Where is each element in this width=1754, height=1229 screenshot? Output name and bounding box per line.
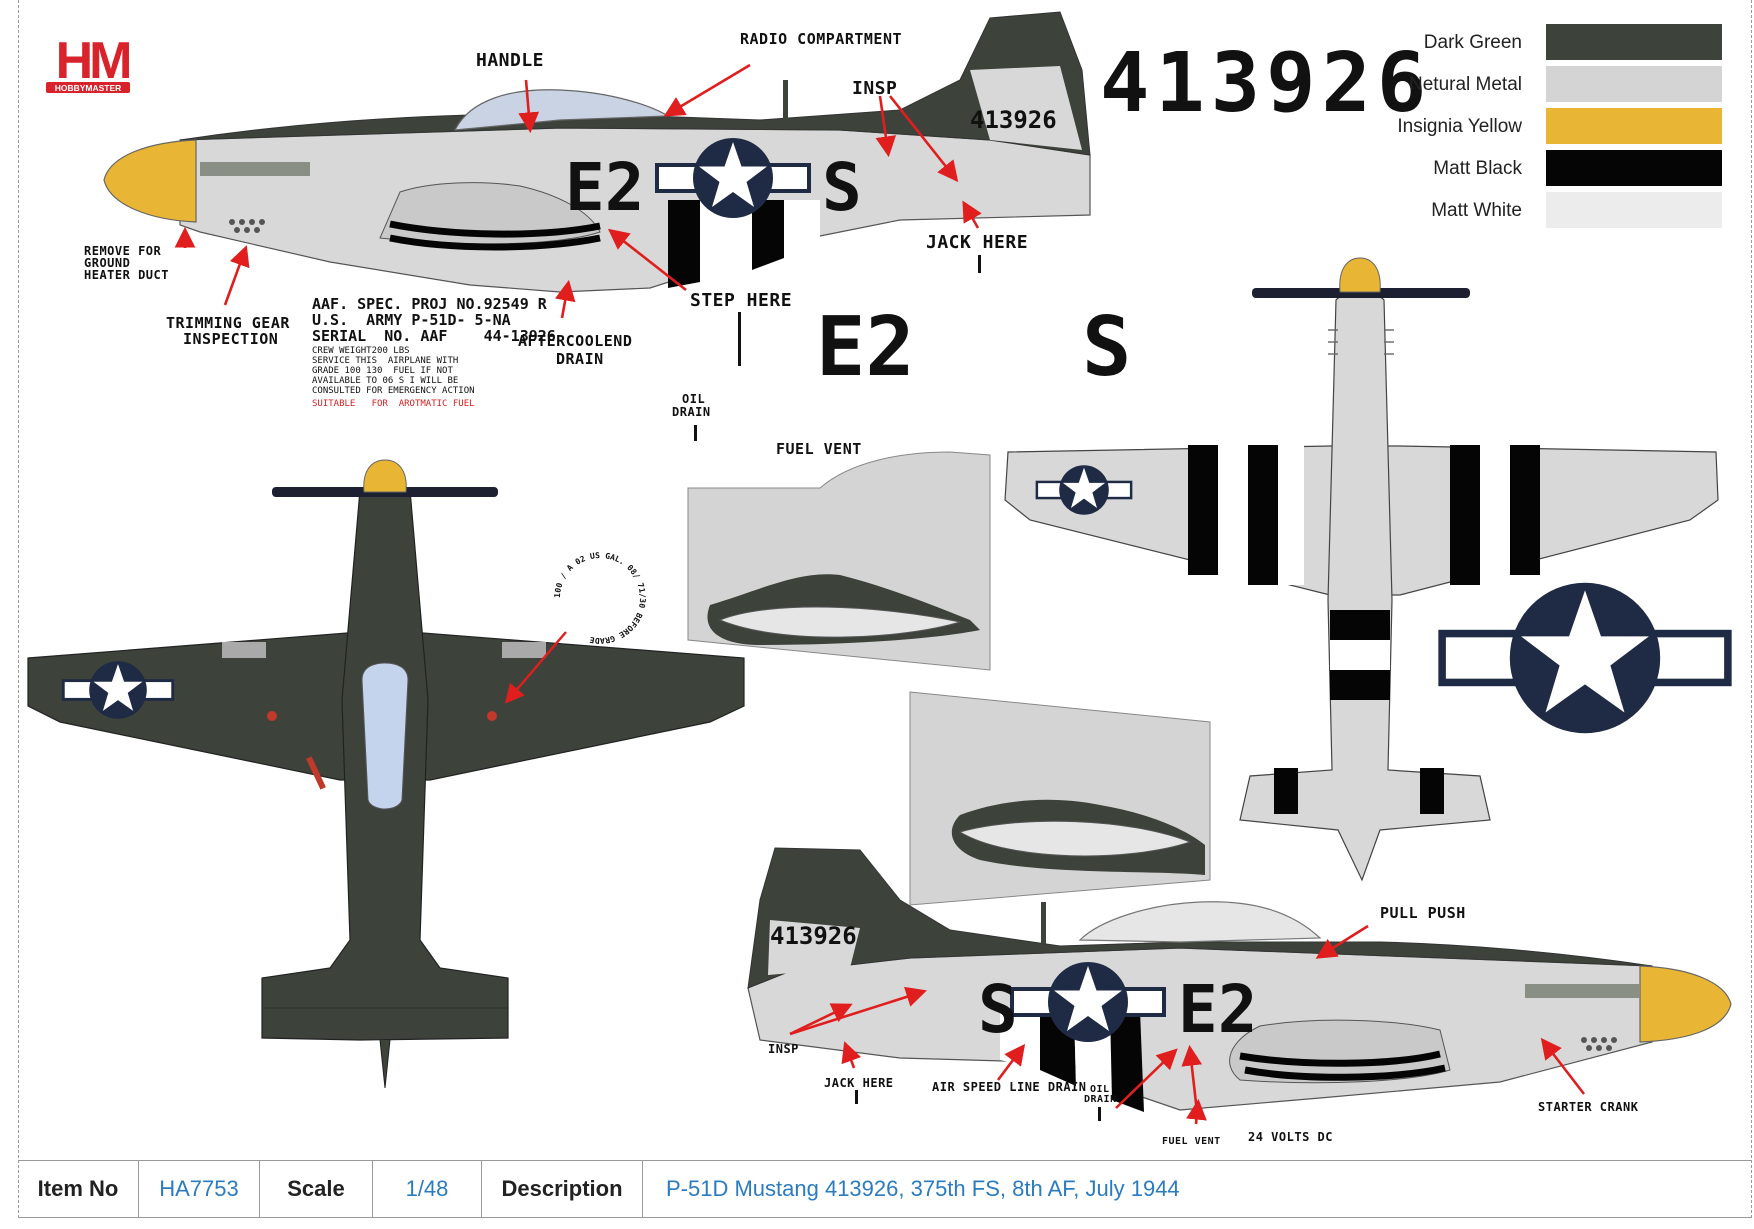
stencil-line: SERIAL NO. AAF 44-13926 <box>312 327 556 345</box>
label-handle: HANDLE <box>476 50 545 71</box>
legend-swatch <box>1546 24 1722 60</box>
svg-text:100 / A 02 US GAL. 08/ 71/30 B: 100 / A 02 US GAL. 08/ 71/30 BEFORE GRAD… <box>553 551 647 645</box>
legend-row: Matt Black <box>1350 150 1722 186</box>
detail-panel-upper <box>687 451 991 671</box>
legend-swatch <box>1546 108 1722 144</box>
legend-label: Insignia Yellow <box>1397 116 1522 137</box>
fuel-grade-ring: 100 / A 02 US GAL. 08/ 71/30 BEFORE GRAD… <box>553 551 647 645</box>
hobbymaster-logo: HM HOBBYMASTER <box>46 30 138 101</box>
label-starter-crank: STARTER CRANK <box>1538 1100 1639 1114</box>
top-view <box>27 459 745 1089</box>
stencil-line: U.S. ARMY P-51D- 5-NA <box>312 311 511 329</box>
stencil-line: AAF. SPEC. PROJ NO.92549 R <box>312 295 547 313</box>
label-step-here: STEP HERE <box>690 290 793 311</box>
legend-row: Matt White <box>1350 192 1722 228</box>
item-no-value: HA7753 <box>159 1176 239 1201</box>
legend-label: Matt Black <box>1433 158 1522 179</box>
code-e2-side-left: E2 <box>565 149 644 226</box>
label-oil-lower: OIL <box>1090 1084 1110 1095</box>
serial-big: 413926 <box>1100 36 1433 131</box>
side-profile-right: S E2 413926 <box>747 847 1732 1112</box>
tail-serial-left: 413926 <box>970 106 1057 134</box>
callout-arrows-bottom <box>789 924 1586 1125</box>
label-oil-drain: DRAIN <box>672 405 711 419</box>
legend-row: Netural Metal <box>1350 66 1722 102</box>
code-s-side-left: S <box>822 149 862 226</box>
label-pull-push: PULL PUSH <box>1380 904 1466 922</box>
stencil-line: GRADE 100 130 FUEL IF NOT <box>312 366 453 376</box>
label-jack-here: JACK HERE <box>926 232 1029 253</box>
label-aftercoolend: AFTERCOOLEND <box>518 332 633 350</box>
label-fuel-vent: FUEL VENT <box>776 440 862 458</box>
svg-text:HOBBYMASTER: HOBBYMASTER <box>55 83 122 93</box>
side-profile-left: E2 S 413926 <box>103 11 1091 293</box>
detail-panel-lower <box>909 691 1211 906</box>
stencil-line: CONSULTED FOR EMERGENCY ACTION <box>312 386 475 396</box>
bottom-view <box>1004 257 1719 882</box>
code-e2-large: E2 <box>816 300 915 395</box>
code-s-large: S <box>1082 300 1132 395</box>
scale-label: Scale <box>287 1176 345 1201</box>
label-oil-drain-lower: DRAIN <box>1084 1094 1117 1105</box>
description-value: P-51D Mustang 413926, 375th FS, 8th AF, … <box>666 1176 1180 1201</box>
label-24-volts-dc: 24 VOLTS DC <box>1248 1130 1333 1144</box>
legend-swatch <box>1546 66 1722 102</box>
label-trimming-gear: TRIMMING GEAR <box>166 314 290 332</box>
legend-row: Dark Green <box>1350 24 1722 60</box>
label-drain: DRAIN <box>556 350 604 368</box>
label-insp: INSP <box>852 78 898 99</box>
legend-label: Matt White <box>1431 200 1522 221</box>
label-oil: OIL <box>682 392 706 406</box>
label-inspection: INSPECTION <box>183 330 279 348</box>
label-jack-here-lower: JACK HERE <box>824 1076 894 1090</box>
code-e2-side-right: E2 <box>1178 971 1257 1048</box>
item-no-label: Item No <box>37 1176 119 1201</box>
label-remove-for: REMOVE FOR <box>84 244 162 258</box>
legend-row: Insignia Yellow <box>1350 108 1722 144</box>
tail-serial-right: 413926 <box>770 922 857 950</box>
stencil-line-red: SUITABLE FOR AROTMATIC FUEL <box>312 399 475 409</box>
label-heater-duct: HEATER DUCT <box>84 268 169 282</box>
legend-swatch <box>1546 150 1722 186</box>
legend-swatch <box>1546 192 1722 228</box>
fuel-ring-text: 100 / A 02 US GAL. 08/ 71/30 BEFORE GRAD… <box>553 551 647 645</box>
svg-text:HM: HM <box>56 32 130 90</box>
description-label: Description <box>501 1176 623 1201</box>
stencil-line: AVAILABLE TO 06 S I WILL BE <box>312 376 459 386</box>
sheet-frame <box>18 0 1752 1218</box>
code-s-side-right: S <box>978 971 1018 1048</box>
scale-value: 1/48 <box>405 1176 449 1201</box>
stencil-line: CREW WEIGHT200 LBS <box>312 346 410 356</box>
callout-arrows-top <box>174 63 982 319</box>
label-ground: GROUND <box>84 256 131 270</box>
info-footer: Item No HA7753 Scale 1/48 Description P-… <box>18 1160 1752 1218</box>
legend-label: Dark Green <box>1423 32 1522 53</box>
large-roundel <box>1438 582 1732 734</box>
label-fuel-vent-lower: FUEL VENT <box>1162 1136 1221 1147</box>
stencil-line: SERVICE THIS AIRPLANE WITH <box>312 356 459 366</box>
legend-label: Netural Metal <box>1409 74 1522 95</box>
label-radio-compartment: RADIO COMPARTMENT <box>740 30 903 48</box>
label-insp-lower: INSP <box>768 1042 799 1056</box>
label-air-speed-line-drain: AIR SPEED LINE DRAIN <box>932 1080 1087 1094</box>
